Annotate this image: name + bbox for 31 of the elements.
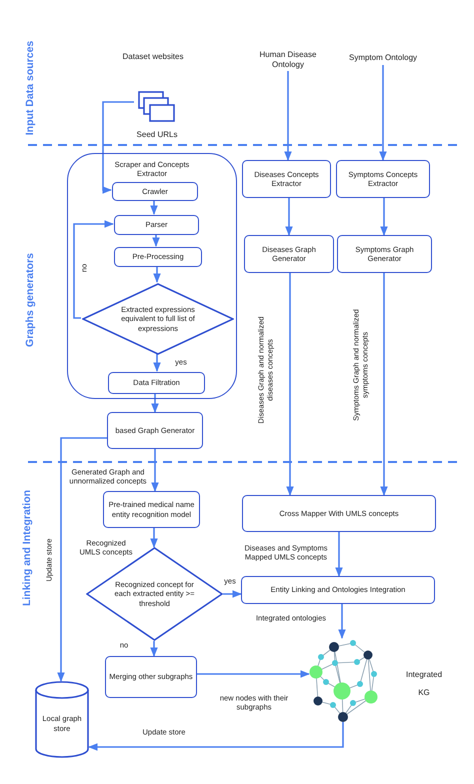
source-title: Human Disease Ontology (252, 49, 324, 71)
arrow (57, 437, 107, 682)
arrow (151, 393, 159, 413)
section-label: Linking and Integration (21, 490, 33, 606)
arrow (286, 273, 294, 496)
arrow (151, 449, 159, 492)
arrow (197, 670, 310, 678)
arrow (152, 234, 160, 247)
arrow (102, 101, 134, 194)
arrow (150, 641, 158, 657)
icon-caption: Seed URLs (136, 130, 178, 140)
arrow (153, 354, 161, 372)
graph-caption: Integrated KG (404, 669, 444, 700)
section-label: Graphs generators (24, 253, 36, 347)
arrow (73, 220, 114, 319)
arrow (284, 71, 292, 161)
arrow (335, 532, 343, 577)
section-label: Input Data sources (24, 40, 36, 136)
arrow (150, 200, 158, 215)
arrow (285, 198, 293, 236)
arrow (88, 722, 344, 751)
arrow (338, 604, 346, 639)
arrow (223, 590, 242, 598)
arrow (153, 266, 161, 283)
arrow (379, 65, 387, 161)
arrow (380, 198, 388, 236)
arrow (380, 273, 388, 496)
group-panel (67, 153, 237, 399)
source-title: Symptom Ontology (345, 51, 421, 65)
source-title: Dataset websites (122, 52, 184, 62)
arrow (150, 528, 158, 548)
